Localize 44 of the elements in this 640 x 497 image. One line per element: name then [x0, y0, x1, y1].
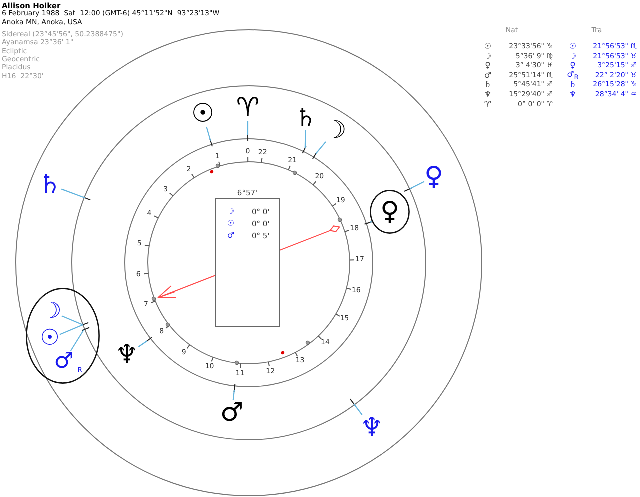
- astro-symbol: ♄: [569, 81, 577, 90]
- leader-line: [60, 324, 84, 336]
- highlight-ellipse: [26, 288, 100, 384]
- leader-line: [354, 404, 363, 416]
- astro-symbol: ☉: [191, 101, 215, 127]
- highlight-ellipse: [370, 190, 410, 234]
- astro-symbol: ♄: [38, 172, 62, 198]
- astro-symbol: ♀: [570, 62, 576, 70]
- leader-line: [232, 390, 236, 400]
- astro-symbol: ♈: [236, 95, 260, 121]
- astro-symbol: ♂: [227, 232, 235, 240]
- astro-symbol: ♈: [484, 100, 492, 109]
- astro-symbol: ☉: [484, 43, 492, 51]
- leader-line: [370, 221, 372, 223]
- astro-symbol: ☽: [569, 52, 577, 61]
- astro-symbol: ♂: [484, 72, 492, 80]
- astro-symbol: ♂: [54, 351, 74, 373]
- leader-line: [62, 316, 84, 326]
- astro-symbol: ♂$_{R}$: [567, 70, 579, 81]
- astro-symbol: ♆: [569, 91, 577, 99]
- leader-line: [410, 181, 425, 190]
- leader-line: [138, 340, 148, 348]
- astro-symbol: ☽: [42, 301, 62, 323]
- astro-symbol: ♄: [484, 81, 492, 90]
- leader-line: [304, 130, 306, 148]
- astro-symbol: ☽: [484, 52, 492, 61]
- astro-symbol: ♆: [115, 342, 139, 368]
- astro-symbol: ☽: [325, 118, 347, 142]
- astro-symbol: ♄: [295, 106, 317, 130]
- astro-symbol: ☽: [227, 208, 235, 216]
- astro-symbol: ☉: [569, 43, 577, 51]
- astro-symbol: ♀: [424, 164, 444, 190]
- astro-symbol: ☉: [227, 220, 235, 228]
- astro-symbol: ♀: [380, 199, 400, 225]
- astro-symbol: ♆: [360, 415, 384, 441]
- leader-line: [70, 330, 84, 352]
- leader-line: [247, 121, 249, 135]
- leader-line: [62, 188, 86, 199]
- astro-symbol: ♀: [485, 62, 491, 70]
- astro-symbol: ♆: [484, 91, 492, 99]
- leader-line: [206, 126, 212, 142]
- leader-line: [316, 142, 326, 154]
- astro-symbol: ☉: [40, 328, 60, 350]
- astro-symbol: ♂: [220, 400, 244, 426]
